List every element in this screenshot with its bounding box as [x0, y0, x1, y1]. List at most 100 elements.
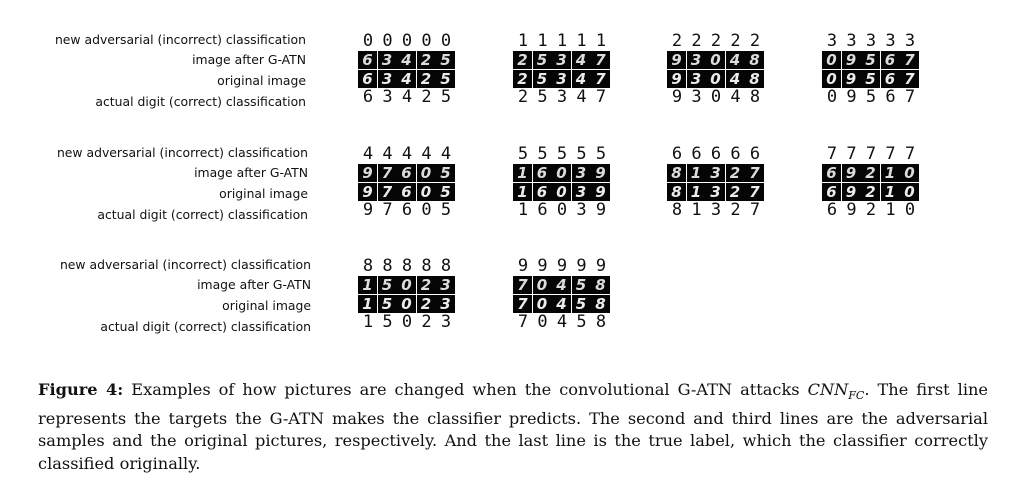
original-image-digit: 7: [749, 183, 760, 201]
original-image-digit: 6: [401, 183, 412, 201]
adversarial-image-digit: 9: [362, 164, 373, 182]
adversarial-image: 5: [571, 276, 591, 294]
target-digit: 0: [401, 31, 413, 51]
original-image-digit: 0: [556, 183, 567, 201]
adversarial-image: 0: [706, 51, 725, 69]
true-digit: 6: [537, 200, 548, 220]
original-image: 0: [900, 183, 919, 201]
adversarial-image: 7: [591, 51, 610, 69]
target-digit: 6: [749, 144, 761, 164]
original-image-digit: 8: [671, 183, 682, 201]
original-image: 1: [880, 183, 900, 201]
true-digit: 8: [595, 312, 607, 332]
true-digit: 7: [749, 200, 761, 220]
target-digit: 8: [362, 256, 374, 276]
adversarial-image: 4: [571, 51, 591, 69]
adversarial-image-digit: 3: [710, 164, 721, 182]
true-digit: 9: [671, 87, 683, 107]
adversarial-image-digit: 4: [556, 276, 567, 294]
target-digit: 8: [421, 256, 432, 276]
original-image-digit: 6: [884, 70, 896, 88]
target-digit: 3: [865, 31, 877, 51]
adversarial-image-digit: 0: [710, 51, 721, 69]
target-digit: 6: [691, 144, 702, 164]
adversarial-image: 4: [725, 51, 745, 69]
target-digit: 5: [556, 144, 568, 164]
true-digit: 7: [517, 312, 529, 332]
true-digit: 7: [382, 200, 393, 220]
target-digit: 6: [671, 144, 683, 164]
adversarial-image-digit: 2: [420, 276, 432, 294]
original-image-digit: 1: [884, 183, 896, 201]
adversarial-image-digit: 5: [575, 276, 587, 294]
true-digit: 8: [749, 87, 761, 107]
true-digit: 2: [730, 200, 741, 220]
true-digit: 2: [421, 312, 432, 332]
target-digit: 7: [846, 144, 857, 164]
original-image: 7: [377, 183, 397, 201]
adversarial-image-digit: 1: [362, 276, 373, 294]
adversarial-image: 0: [552, 164, 571, 182]
adversarial-image: 2: [861, 164, 880, 182]
adversarial-image: 0: [900, 164, 919, 182]
target-digit: 9: [517, 256, 529, 276]
true-digit: 8: [671, 200, 683, 220]
adversarial-image: 1: [686, 164, 706, 182]
adversarial-image: 4: [397, 51, 416, 69]
adversarial-image-digit: 3: [381, 51, 393, 69]
adversarial-image-digit: 6: [884, 51, 896, 69]
row-label: new adversarial (incorrect) classificati…: [54, 32, 306, 47]
row-label: original image: [222, 298, 311, 313]
true-digit: 4: [576, 87, 587, 107]
true-digit: 3: [691, 87, 702, 107]
adversarial-image-digit: 7: [595, 51, 606, 69]
adversarial-image: 0: [532, 276, 552, 294]
adversarial-image-digit: 5: [865, 51, 876, 69]
adversarial-image: 2: [416, 51, 436, 69]
adversarial-image: 3: [571, 164, 591, 182]
target-digit: 2: [730, 31, 741, 51]
original-image: 6: [397, 183, 416, 201]
adversarial-image: 5: [861, 51, 880, 69]
adversarial-image: 3: [706, 164, 725, 182]
true-digit: 0: [710, 87, 722, 107]
adversarial-image: 6: [880, 51, 900, 69]
true-digit: 0: [556, 200, 568, 220]
original-image-digit: 5: [440, 70, 451, 88]
original-image-digit: 4: [556, 295, 567, 313]
original-image: 4: [725, 70, 745, 88]
original-image: 6: [532, 183, 552, 201]
adversarial-image: 3: [436, 276, 455, 294]
adversarial-image: 5: [532, 51, 552, 69]
target-digit: 0: [362, 31, 374, 51]
original-image-digit: 6: [826, 183, 837, 201]
original-image-digit: 2: [729, 183, 741, 201]
original-image: 0: [706, 70, 725, 88]
original-image-digit: 8: [749, 70, 760, 88]
original-image: 0: [397, 295, 416, 313]
true-digit: 6: [362, 87, 374, 107]
adversarial-image-digit: 8: [671, 164, 682, 182]
original-image-digit: 0: [401, 295, 412, 313]
adversarial-image-digit: 5: [381, 276, 393, 294]
caption-text-before: Examples of how pictures are changed whe…: [131, 380, 800, 399]
true-digit: 6: [401, 200, 413, 220]
original-image-digit: 9: [595, 183, 606, 201]
target-digit: 2: [671, 31, 683, 51]
target-digit: 3: [846, 31, 857, 51]
adversarial-image-digit: 4: [401, 51, 412, 69]
original-image: 0: [822, 70, 841, 88]
adversarial-image-digit: 0: [826, 51, 837, 69]
original-image-digit: 8: [595, 295, 606, 313]
target-digit: 1: [595, 31, 607, 51]
original-image-digit: 7: [904, 70, 915, 88]
adversarial-image: 8: [745, 51, 764, 69]
